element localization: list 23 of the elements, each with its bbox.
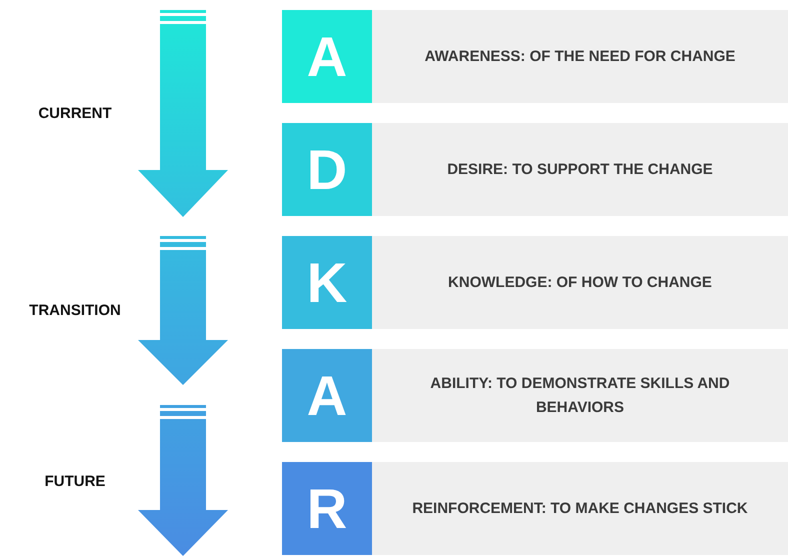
step-panel [372, 349, 788, 442]
letter-tile [282, 349, 372, 442]
letter-tile [282, 10, 372, 103]
step-panel [372, 236, 788, 329]
step-panel [372, 123, 788, 216]
step-letter: A [306, 363, 348, 428]
step-description: AWARENESS: OF THE NEED FOR CHANGE [424, 46, 736, 66]
letter-tile [282, 123, 372, 216]
step-description: KNOWLEDGE: OF HOW TO CHANGE [448, 272, 712, 292]
step-letter: K [306, 250, 348, 315]
step-letter: D [306, 137, 348, 202]
letter-tile [282, 462, 372, 555]
phase-label: TRANSITION [28, 302, 122, 319]
step-description: ABILITY: TO DEMONSTRATE SKILLS AND BEHAVIORS [429, 374, 731, 418]
step-description: DESIRE: TO SUPPORT THE CHANGE [447, 160, 713, 180]
step-letter: A [306, 24, 348, 89]
step-panel [372, 10, 788, 103]
step-description: REINFORCEMENT: TO MAKE CHANGES STICK [412, 498, 748, 518]
phase-label: FUTURE [44, 473, 106, 490]
step-letter: R [306, 476, 348, 541]
phase-label: CURRENT [37, 105, 113, 122]
letter-tile [282, 236, 372, 329]
step-panel [372, 462, 788, 555]
